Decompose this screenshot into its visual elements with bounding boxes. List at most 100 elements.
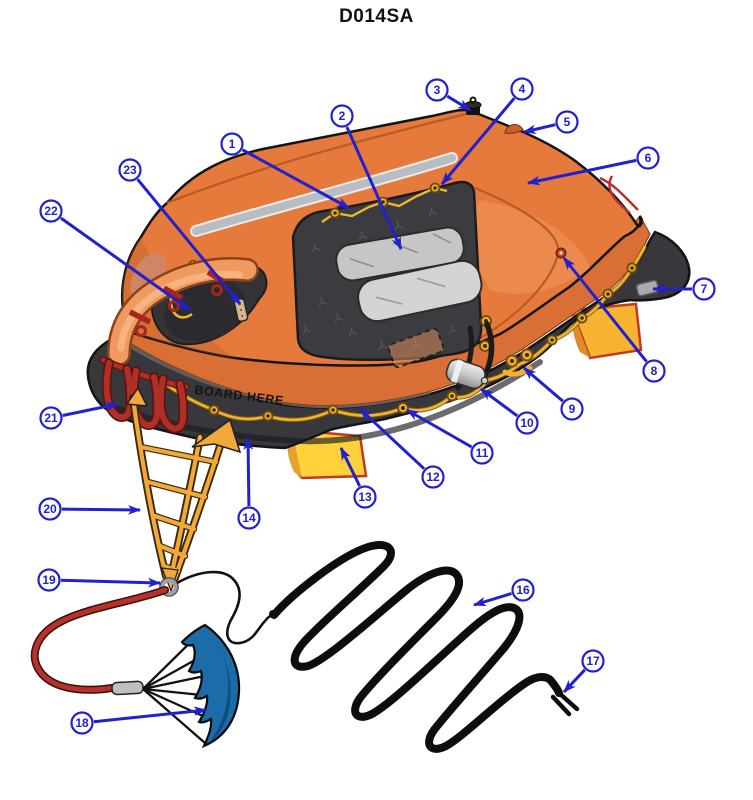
- callout-circle: [38, 497, 62, 521]
- callout-circle: [220, 132, 244, 156]
- entrance-lacing: [321, 182, 448, 223]
- callout-arrow: [526, 158, 637, 186]
- callout-arrow: [358, 407, 426, 470]
- callout-13: 13: [339, 447, 377, 509]
- callout-number: 4: [519, 82, 526, 96]
- callout-number: 16: [516, 583, 530, 597]
- callout-3: 3: [425, 78, 471, 112]
- callout-number: 9: [569, 402, 576, 416]
- mooring-line-coil: [270, 541, 580, 753]
- callout-arrow: [472, 592, 512, 607]
- callout-12: 12: [358, 407, 445, 489]
- callout-circle: [470, 441, 494, 465]
- callout-number: 20: [43, 502, 57, 516]
- callout-circle: [237, 506, 261, 530]
- callout-arrow: [345, 126, 403, 250]
- retaining-line: [176, 570, 275, 645]
- canopy-arch-tube: [107, 257, 259, 366]
- callout-10: 10: [480, 387, 539, 435]
- callout-number: 18: [75, 716, 89, 730]
- callout-number: 21: [44, 411, 58, 425]
- callout-19: 19: [37, 568, 162, 592]
- callout-8: 8: [562, 257, 666, 383]
- callout-18: 18: [70, 706, 208, 735]
- callout-arrow: [339, 447, 362, 487]
- gas-cylinder: [445, 358, 489, 390]
- callout-arrow: [59, 216, 191, 312]
- callout-4: 4: [440, 77, 534, 185]
- callout-circle: [642, 359, 666, 383]
- callout-7: 7: [651, 277, 716, 301]
- callout-arrow: [562, 257, 648, 363]
- callout-number: 3: [434, 83, 441, 97]
- callout-number: 8: [651, 364, 658, 378]
- sea-anchor-line: [30, 586, 169, 696]
- callout-arrow: [93, 706, 208, 724]
- callout-number: 6: [645, 151, 652, 165]
- callout-arrow: [480, 387, 519, 418]
- callout-21: 21: [39, 401, 120, 430]
- callout-arrow: [523, 366, 564, 403]
- callout-5: 5: [522, 110, 579, 135]
- drogue-canopy: [180, 623, 241, 749]
- callout-number: 2: [339, 109, 346, 123]
- callout-2: 2: [330, 104, 403, 250]
- callout-22: 22: [39, 199, 191, 312]
- callout-number: 11: [476, 446, 489, 460]
- callout-circle: [636, 146, 660, 170]
- callout-arrow: [60, 577, 162, 588]
- callout-circle: [37, 568, 61, 592]
- figure-title: D014SA: [339, 6, 414, 27]
- callout-circle: [70, 711, 94, 735]
- callout-arrow: [562, 668, 586, 694]
- callout-20: 20: [38, 497, 142, 521]
- canopy-end-lacing: [599, 175, 639, 214]
- raft-illustration: BOARD HERE: [30, 96, 691, 753]
- callout-circle: [581, 649, 605, 673]
- canopy-light: [464, 96, 482, 115]
- hidden-container-outline: [387, 328, 445, 368]
- callout-9: 9: [523, 366, 584, 421]
- callout-circle: [353, 485, 377, 509]
- callout-number: 14: [242, 511, 256, 525]
- callout-circle: [692, 277, 716, 301]
- canopy-entrance: [291, 180, 483, 361]
- callout-number: 5: [564, 115, 571, 129]
- callout-arrow: [446, 94, 471, 112]
- mooring-fitting: [502, 348, 534, 377]
- callout-arrow: [136, 178, 242, 305]
- callout-circle: [560, 397, 584, 421]
- callout-arrow: [62, 401, 120, 417]
- callout-circle: [425, 78, 449, 102]
- callout-11: 11: [406, 408, 494, 465]
- callout-number: 13: [358, 490, 372, 504]
- callout-circle: [421, 465, 445, 489]
- callout-14: 14: [237, 436, 261, 530]
- callout-circle: [510, 77, 534, 101]
- callout-arrow: [241, 148, 350, 210]
- rolled-bundle-bottom: [357, 259, 483, 323]
- line-frayed-end: [550, 690, 580, 717]
- callout-circle: [511, 578, 535, 602]
- callout-number: 1: [229, 137, 236, 151]
- callout-1: 1: [220, 132, 350, 210]
- callout-6: 6: [526, 146, 660, 186]
- callout-circle: [555, 110, 579, 134]
- sea-anchor: [142, 623, 241, 749]
- callout-16: 16: [472, 578, 535, 607]
- callout-circle: [515, 411, 539, 435]
- callout-number: 12: [426, 470, 440, 484]
- callout-arrow: [61, 504, 142, 515]
- callout-number: 23: [123, 163, 137, 177]
- callout-circle: [118, 158, 142, 182]
- canopy-tiedown-grommet: [555, 247, 567, 259]
- boarding-ladder: [125, 386, 242, 597]
- callout-arrow: [522, 123, 556, 135]
- callout-number: 7: [701, 282, 708, 296]
- callout-number: 10: [520, 416, 534, 430]
- callout-arrow: [243, 436, 254, 507]
- callout-circle: [39, 199, 63, 223]
